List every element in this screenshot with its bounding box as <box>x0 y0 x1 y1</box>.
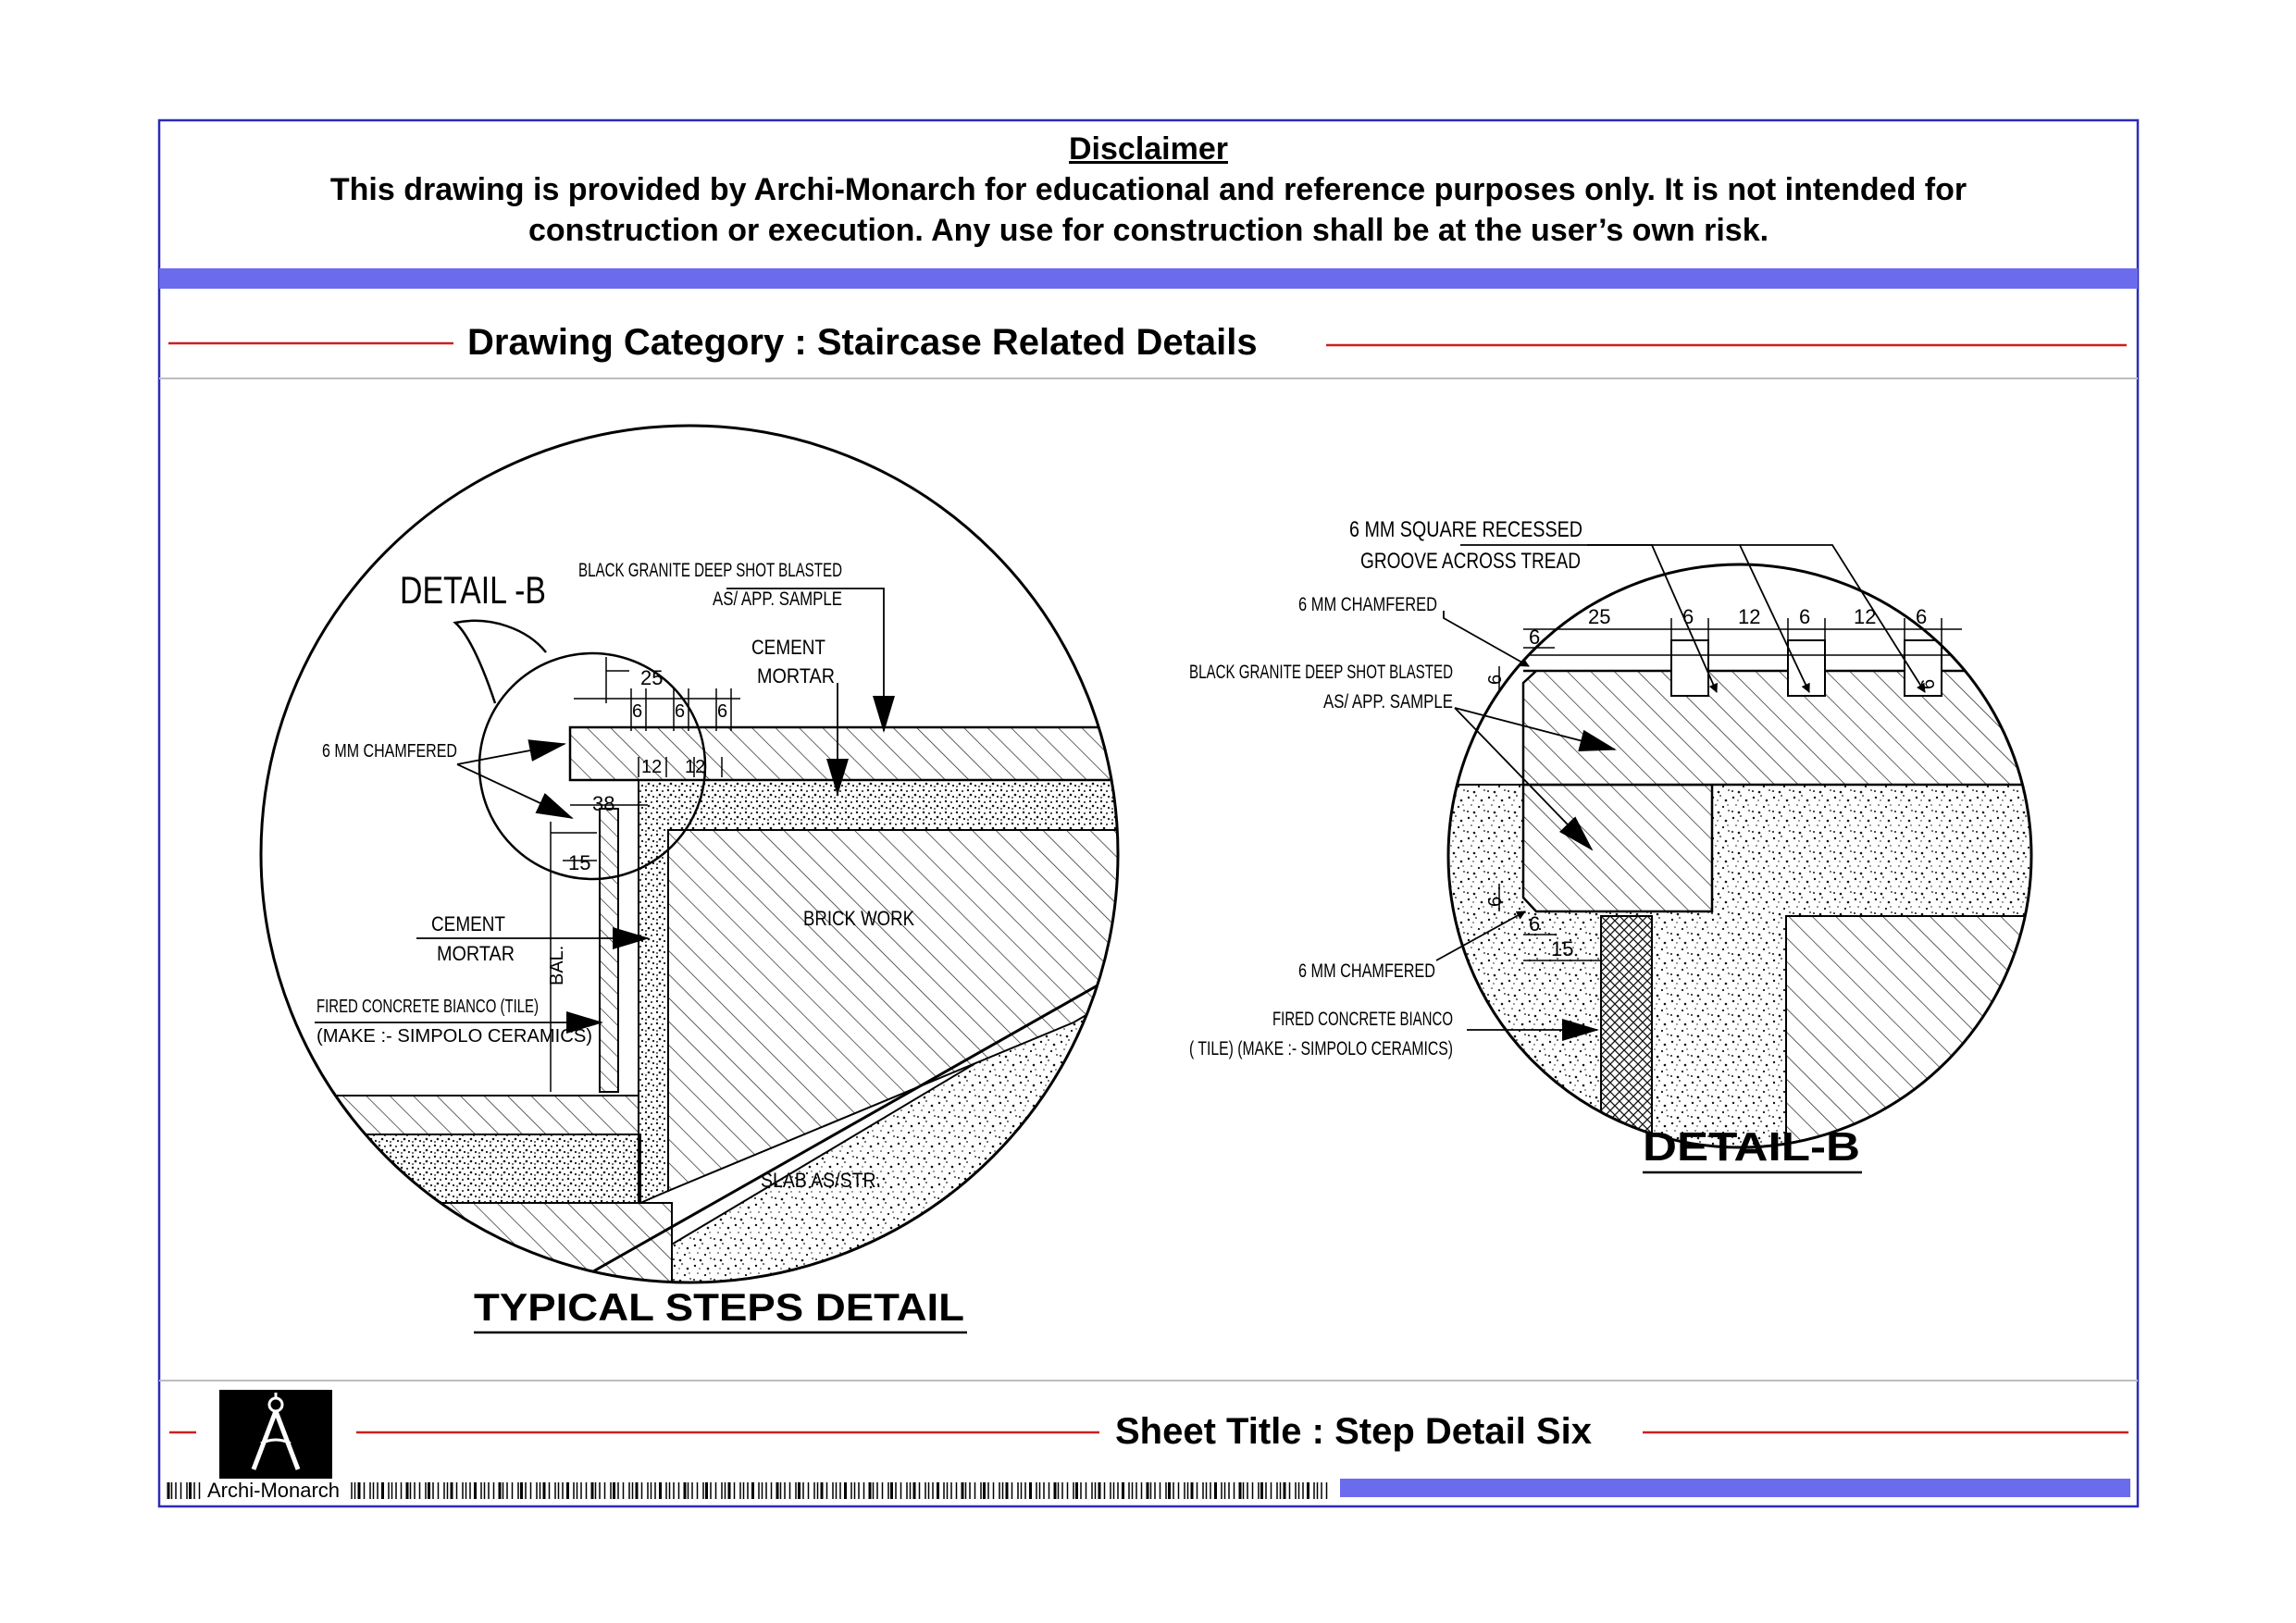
dim-right-6-top-v: 6 <box>1485 675 1506 685</box>
label-cement-side-1: CEMENT <box>431 912 505 935</box>
label-tile-1: FIRED CONCRETE BIANCO (TILE) <box>316 997 539 1017</box>
right-leaders <box>1435 544 1926 1041</box>
label-cement-side-2: MORTAR <box>437 942 515 965</box>
right-detail-title: DETAIL-B <box>1643 1124 1860 1170</box>
detail-circle-left <box>259 424 1120 1284</box>
dim-left-6a: 6 <box>632 701 642 722</box>
dim-right-25: 25 <box>1588 605 1610 628</box>
granite-tread-right <box>1521 669 2031 787</box>
label-groove-2: GROOVE ACROSS TREAD <box>1360 549 1581 574</box>
label-cement-top-1: CEMENT <box>751 636 825 659</box>
compass-divider-icon <box>219 1390 332 1479</box>
dim-right-6-bot-v: 6 <box>1485 897 1506 907</box>
dim-left-6b: 6 <box>675 701 685 722</box>
label-tile-right-2: ( TILE) (MAKE :- SIMPOLO CERAMICS) <box>1189 1038 1453 1059</box>
nosing-block <box>1521 783 1714 913</box>
disclaimer-heading: Disclaimer <box>1069 131 1228 167</box>
label-tile-right-1: FIRED CONCRETE BIANCO <box>1272 1009 1453 1030</box>
typical-steps-detail: DETAIL -B BLACK GRANITE DEEP SHOT BLASTE… <box>259 424 1120 1334</box>
right-dimensions <box>1498 618 1962 967</box>
drawing-category-title: Drawing Category : Staircase Related Det… <box>467 322 1258 363</box>
riser-tile-right <box>1600 915 1653 1147</box>
dim-right-6c: 6 <box>1916 605 1927 628</box>
dim-right-12a: 12 <box>1738 605 1760 628</box>
label-chamfer-left: 6 MM CHAMFERED <box>322 741 457 762</box>
dim-left-38: 38 <box>592 792 614 815</box>
dim-right-6-groove-v: 6 <box>1918 679 1939 689</box>
disclaimer-line-2: construction or execution. Any use for c… <box>527 213 1769 248</box>
label-chamfer-bottom: 6 MM CHAMFERED <box>1298 960 1435 982</box>
left-detail-title: TYPICAL STEPS DETAIL <box>474 1285 964 1329</box>
riser-tile <box>599 808 619 1093</box>
label-granite-right-2: AS/ APP. SAMPLE <box>1323 691 1453 712</box>
dim-right-15: 15 <box>1551 937 1573 960</box>
dim-left-25: 25 <box>640 666 663 689</box>
dim-right-6-bot-h: 6 <box>1529 912 1540 935</box>
label-chamfer-top: 6 MM CHAMFERED <box>1298 594 1437 615</box>
detail-b: 6 MM SQUARE RECESSED GROOVE ACROSS TREAD… <box>1189 517 2033 1174</box>
footer <box>167 1390 2130 1499</box>
dim-left-15: 15 <box>568 851 590 874</box>
label-granite-1: BLACK GRANITE DEEP SHOT BLASTED <box>578 560 842 581</box>
detail-b-callout-label: DETAIL -B <box>400 568 546 612</box>
left-leaders <box>315 588 895 1034</box>
dim-left-12b: 12 <box>685 757 705 777</box>
footer-accent-bar <box>1340 1479 2130 1497</box>
dim-right-12b: 12 <box>1854 605 1876 628</box>
lower-tread <box>261 1095 639 1135</box>
label-brick-work: BRICK WORK <box>803 907 914 930</box>
dim-left-12a: 12 <box>641 757 662 777</box>
disclaimer-line-1: This drawing is provided by Archi-Monarc… <box>329 172 1967 207</box>
label-cement-top-2: MORTAR <box>757 664 835 688</box>
dim-right-6a: 6 <box>1682 605 1694 628</box>
dim-right-6b: 6 <box>1799 605 1810 628</box>
left-dimensions <box>550 657 740 1092</box>
dim-left-6c: 6 <box>717 701 727 722</box>
label-slab: SLAB AS/STR. <box>761 1169 881 1192</box>
label-granite-2: AS/ APP. SAMPLE <box>713 588 842 610</box>
label-groove-1: 6 MM SQUARE RECESSED <box>1349 517 1582 542</box>
brand-name: Archi-Monarch <box>205 1479 342 1503</box>
lower-mortar <box>261 1134 648 1204</box>
category-rules <box>168 341 2127 347</box>
label-tile-2: (MAKE :- SIMPOLO CERAMICS) <box>316 1026 592 1047</box>
sheet-frame <box>157 118 2140 1508</box>
label-granite-right-1: BLACK GRANITE DEEP SHOT BLASTED <box>1189 662 1453 683</box>
dim-right-6-top-h: 6 <box>1529 626 1540 649</box>
detail-circle-right <box>1446 563 2033 1149</box>
label-bal: BAL. <box>547 946 567 985</box>
sheet-title: Sheet Title : Step Detail Six <box>1115 1411 1592 1452</box>
barcode-strip <box>167 1482 1328 1499</box>
detail-b-callout <box>453 619 707 881</box>
